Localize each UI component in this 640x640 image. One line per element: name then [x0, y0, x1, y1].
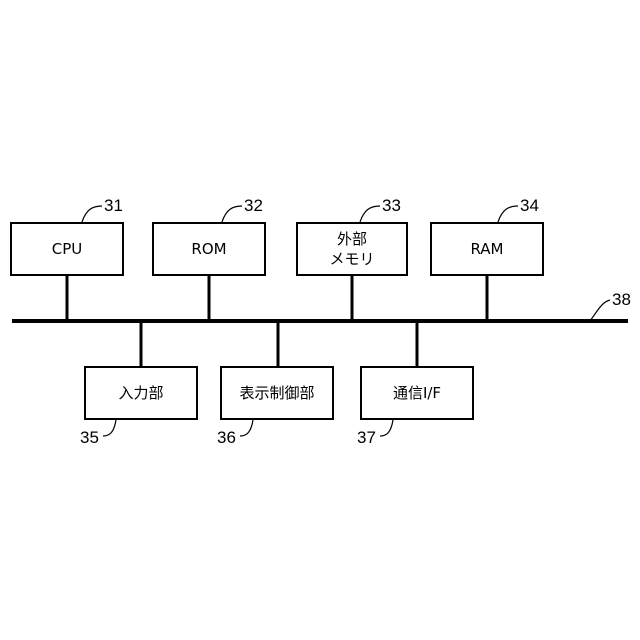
leader-32	[222, 206, 242, 222]
input-unit-label: 入力部	[118, 383, 163, 403]
display-control-unit-block: 表示制御部	[220, 366, 334, 420]
ram-label: RAM	[470, 239, 503, 259]
display-control-unit-label: 表示制御部	[239, 383, 314, 403]
external-memory-label-line2: メモリ	[329, 249, 374, 269]
leader-31	[82, 206, 102, 222]
rom-label: ROM	[191, 239, 226, 259]
leader-36	[240, 420, 253, 436]
external-memory-block: 外部 メモリ	[296, 222, 408, 276]
external-memory-label-line1: 外部	[337, 229, 367, 249]
leader-33	[360, 206, 380, 222]
ref-35: 35	[80, 428, 99, 448]
communication-if-block: 通信I/F	[360, 366, 474, 420]
rom-block: ROM	[152, 222, 266, 276]
ref-31: 31	[104, 196, 123, 216]
leader-38	[590, 300, 610, 321]
leader-34	[498, 206, 518, 222]
input-unit-block: 入力部	[84, 366, 198, 420]
ram-block: RAM	[430, 222, 544, 276]
ref-36: 36	[217, 428, 236, 448]
cpu-label: CPU	[52, 239, 83, 259]
ref-32: 32	[244, 196, 263, 216]
leader-37	[380, 420, 393, 436]
ref-33: 33	[382, 196, 401, 216]
ref-37: 37	[357, 428, 376, 448]
ref-34: 34	[520, 196, 539, 216]
leader-35	[103, 420, 116, 436]
ref-38: 38	[612, 290, 631, 310]
cpu-block: CPU	[10, 222, 124, 276]
communication-if-label: 通信I/F	[393, 383, 441, 403]
